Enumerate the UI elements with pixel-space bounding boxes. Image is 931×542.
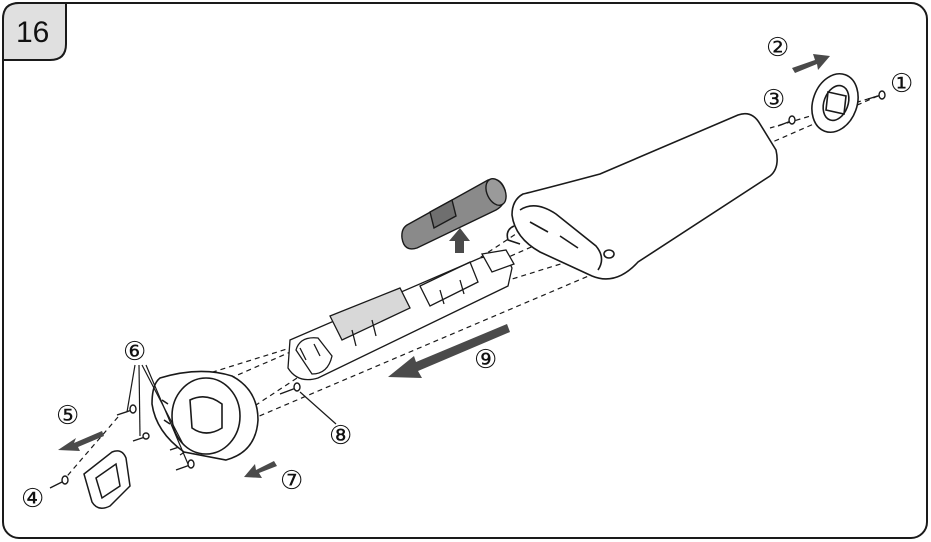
handle-body-icon bbox=[506, 112, 778, 280]
callout-6: ⑥ bbox=[123, 337, 147, 367]
clip-icon bbox=[83, 450, 131, 509]
callout-2: ② bbox=[766, 33, 790, 63]
callout-1: ① bbox=[890, 69, 914, 99]
callout-5: ⑤ bbox=[56, 401, 80, 431]
screw-icon bbox=[49, 90, 886, 489]
battery-icon bbox=[401, 178, 507, 250]
step-tab bbox=[2, 2, 67, 61]
step-number: 16 bbox=[16, 16, 50, 49]
callout-4: ④ bbox=[21, 484, 45, 514]
head-cover-icon bbox=[151, 370, 259, 461]
callout-9: ⑨ bbox=[474, 345, 498, 375]
end-cap-icon bbox=[811, 73, 859, 133]
callout-8: ⑧ bbox=[329, 421, 353, 451]
callout-3: ③ bbox=[762, 85, 786, 115]
arrow-icon bbox=[58, 54, 830, 478]
leader-lines bbox=[126, 364, 337, 465]
frame-icon bbox=[287, 249, 515, 381]
callout-7: ⑦ bbox=[280, 466, 304, 496]
